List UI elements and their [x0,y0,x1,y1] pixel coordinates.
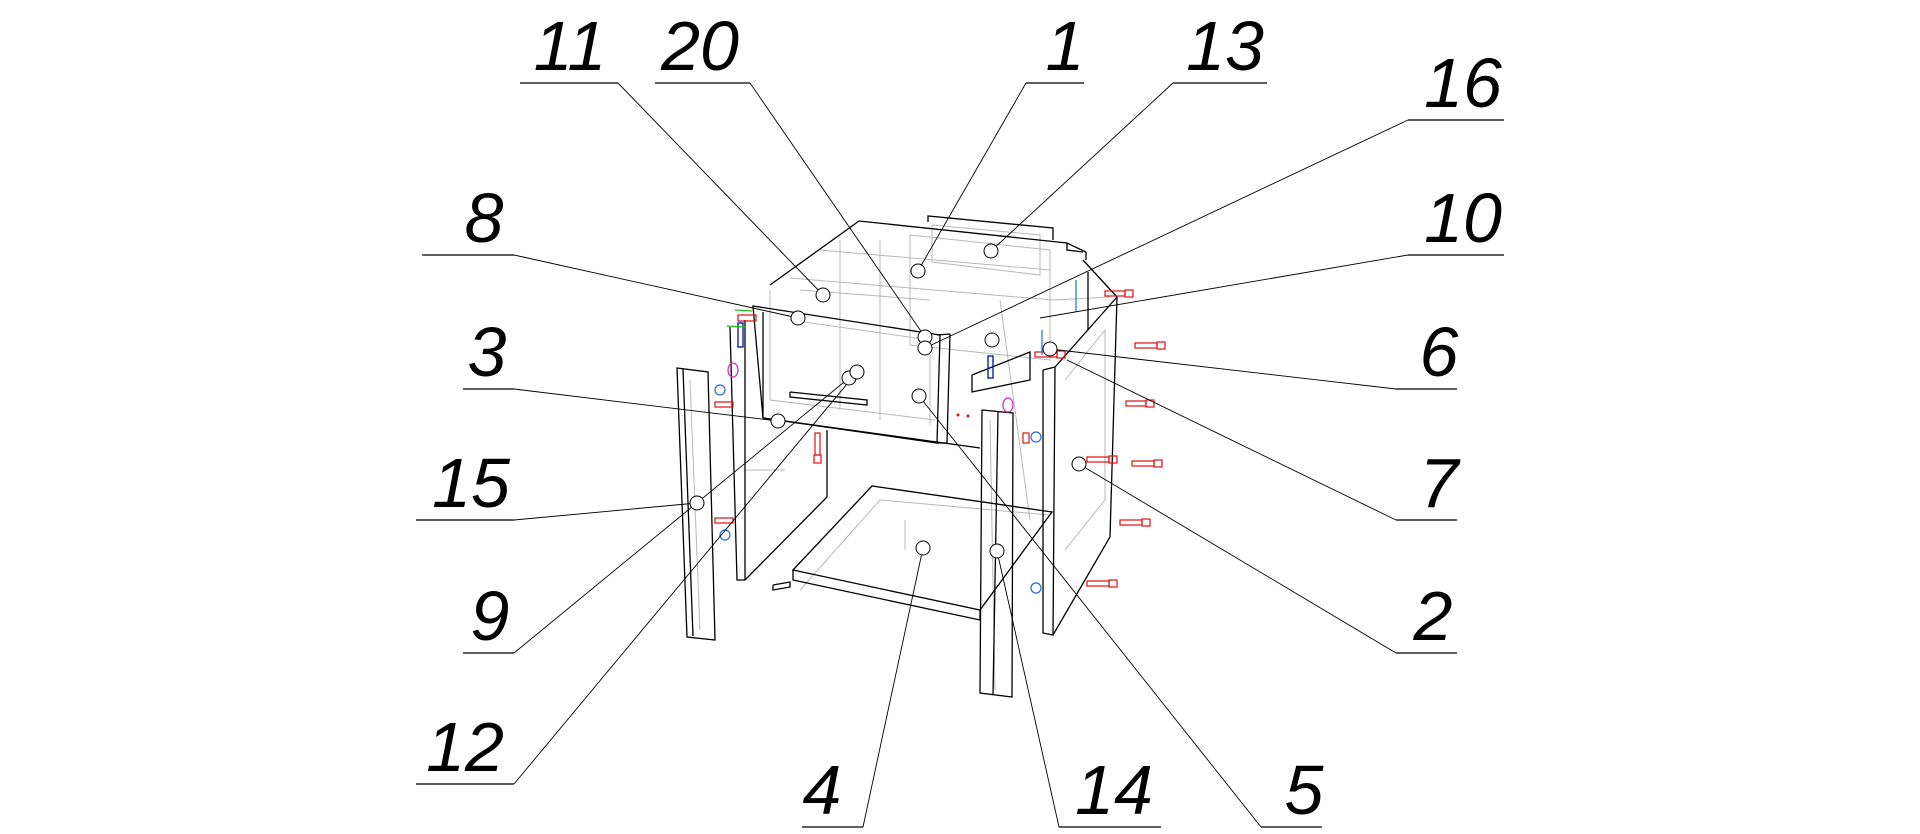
part-label-16: 16 [1424,44,1502,122]
part-label-2: 2 [1413,577,1453,655]
part-label-8: 8 [465,179,504,257]
furniture-body [676,215,1166,698]
part-labels: 11 20 1 13 16 8 10 3 6 15 7 9 2 12 4 14 … [416,7,1504,829]
part-label-4: 4 [803,751,842,829]
part-label-7: 7 [1420,444,1462,522]
part-label-15: 15 [432,444,511,522]
bottom-shelf [791,485,1054,611]
part-label-13: 13 [1186,7,1264,85]
part-label-6: 6 [1420,313,1459,391]
connector [737,322,744,348]
right-front-leg [979,409,1014,698]
part-label-12: 12 [426,708,504,786]
part-label-9: 9 [471,577,510,655]
part-label-3: 3 [468,313,507,391]
left-leg [676,367,716,641]
part-label-14: 14 [1075,751,1153,829]
callout-bubbles [689,243,1087,559]
leader-lines [513,82,1409,828]
cam-locks [714,280,1077,594]
part-label-10: 10 [1424,179,1502,257]
back-panel-top [927,215,1054,240]
part-label-11: 11 [534,7,607,85]
part-label-1: 1 [1046,7,1085,85]
part-label-5: 5 [1285,751,1325,829]
hidden-lines [689,224,1111,691]
shelf-pin [772,581,791,591]
part-label-20: 20 [660,7,739,85]
